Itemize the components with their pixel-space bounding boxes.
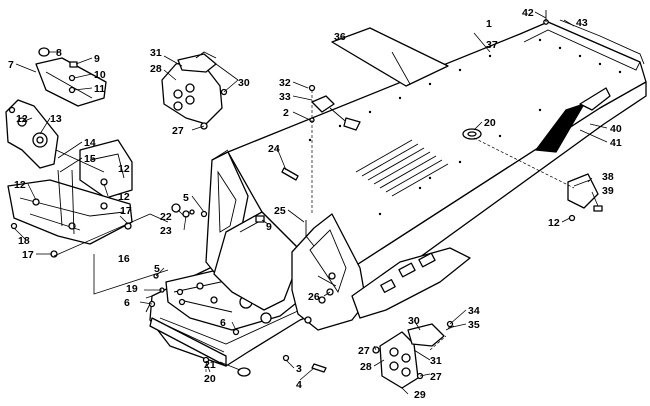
- callout-6b: 6: [220, 317, 226, 329]
- callout-labels: 1 2 3 4 5 5 6 6 7 8 9 9 10 11 12 12 12 1…: [8, 7, 622, 401]
- callout-36: 36: [334, 31, 346, 43]
- callout-12e: 12: [548, 217, 560, 229]
- grommet-21: [237, 367, 251, 377]
- right-bearing-housing: [372, 320, 455, 389]
- callout-42: 42: [522, 7, 534, 19]
- leader-lines: [13, 11, 608, 395]
- callout-30a: 30: [238, 77, 250, 89]
- callout-31a: 31: [150, 47, 162, 59]
- callout-39: 39: [602, 185, 614, 197]
- callout-32: 32: [279, 77, 291, 89]
- callout-12b: 12: [14, 179, 26, 191]
- callout-23: 23: [160, 225, 172, 237]
- plate-9b: [255, 215, 265, 223]
- cap-8: [38, 47, 50, 57]
- callout-15: 15: [84, 153, 96, 165]
- callout-18: 18: [18, 235, 30, 247]
- callout-28a: 28: [150, 63, 162, 75]
- callout-5a: 5: [183, 192, 189, 204]
- tunnel-mat: [331, 27, 449, 87]
- bolt-24: [281, 167, 299, 181]
- callout-12d: 12: [118, 163, 130, 175]
- rod-25: [305, 220, 315, 247]
- callout-26: 26: [308, 291, 320, 303]
- bolt-4: [311, 363, 327, 373]
- callout-27a: 27: [172, 125, 184, 137]
- shock-mount: [328, 272, 336, 280]
- callout-40: 40: [610, 123, 622, 135]
- callout-29: 29: [414, 389, 426, 401]
- chassis-tunnel: [227, 10, 647, 297]
- rivet-row: [308, 38, 622, 216]
- bracket-14: [79, 139, 133, 199]
- callout-16: 16: [118, 253, 130, 265]
- callout-9a: 9: [94, 53, 100, 65]
- callout-41: 41: [610, 137, 622, 149]
- callout-1: 1: [486, 18, 492, 30]
- callout-20b: 20: [204, 373, 216, 385]
- callout-35: 35: [468, 319, 480, 331]
- side-decal: [535, 87, 611, 153]
- callout-22: 22: [160, 211, 172, 223]
- left-bearing-housing: [161, 51, 228, 130]
- callout-28b: 28: [360, 361, 372, 373]
- bracket-cover-7: [35, 57, 107, 107]
- callout-27c: 27: [430, 371, 442, 383]
- callout-7: 7: [8, 59, 14, 71]
- rear-bumper-rail: [559, 19, 645, 65]
- callout-19: 19: [126, 283, 138, 295]
- callout-43: 43: [576, 17, 588, 29]
- bearing-bracket-13: [5, 99, 59, 169]
- callout-10: 10: [94, 69, 106, 81]
- cooler-fins: [355, 139, 449, 197]
- plate-9: [69, 61, 78, 68]
- callout-17a: 17: [120, 205, 132, 217]
- left-bracket-group: [5, 47, 133, 258]
- group-bracket-line: [93, 254, 169, 295]
- tail-bracket-38: [567, 173, 603, 222]
- callout-27b: 27: [358, 345, 370, 357]
- callout-4: 4: [296, 379, 302, 391]
- callout-30b: 30: [408, 315, 420, 327]
- callout-17b: 17: [22, 249, 34, 261]
- callout-24: 24: [268, 143, 280, 155]
- reference-lines: [205, 90, 575, 372]
- callout-5b: 5: [154, 263, 160, 275]
- callout-12c: 12: [118, 191, 130, 203]
- callout-38: 38: [602, 171, 614, 183]
- callout-12a: 12: [16, 113, 28, 125]
- callout-6a: 6: [124, 297, 130, 309]
- front-frame: [145, 149, 471, 367]
- callout-21: 21: [204, 359, 216, 371]
- callout-2: 2: [283, 107, 289, 119]
- callout-3: 3: [296, 363, 302, 375]
- callout-14: 14: [84, 137, 96, 149]
- cross-plate-16: [7, 179, 133, 245]
- callout-37: 37: [486, 39, 498, 51]
- callout-11: 11: [94, 83, 105, 95]
- callout-20a: 20: [484, 117, 496, 129]
- callout-13: 13: [50, 113, 62, 125]
- callout-34: 34: [468, 305, 480, 317]
- group-bracket-line-2: [53, 213, 151, 257]
- callout-8: 8: [56, 47, 62, 59]
- callout-25: 25: [274, 205, 286, 217]
- callout-33: 33: [279, 91, 291, 103]
- callout-9b: 9: [266, 221, 272, 233]
- callout-31b: 31: [430, 355, 442, 367]
